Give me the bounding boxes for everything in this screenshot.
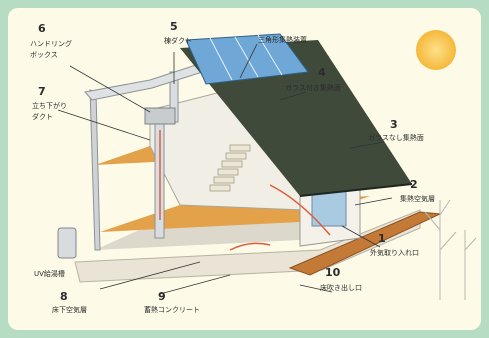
staircase <box>209 144 251 192</box>
left-wall <box>89 89 101 251</box>
handling-box <box>144 107 176 125</box>
label-8-number: 8 <box>60 290 68 303</box>
label-7-text2: ダクト <box>32 112 53 121</box>
label-7-number: 7 <box>38 85 46 98</box>
label-6-text2: ボックス <box>30 51 58 59</box>
label-6-number: 6 <box>38 22 46 35</box>
glass-panel-lines <box>209 34 283 81</box>
label-5-number: 5 <box>170 20 178 33</box>
label-4-number: 4 <box>318 66 326 79</box>
label-top-text: 三角形集熱装置 <box>258 35 307 44</box>
left-roof-frame <box>84 61 217 101</box>
trees <box>424 199 477 300</box>
label-2-number: 2 <box>410 178 418 191</box>
label-3-text: ガラスなし集熱面 <box>368 133 424 142</box>
airflow-arrows <box>159 130 331 251</box>
label-5-text: 棟ダクト <box>164 36 192 45</box>
label-3-number: 3 <box>390 118 398 131</box>
label-1-text: 外気取り入れ口 <box>370 248 419 257</box>
label-6-text: ハンドリング <box>30 39 72 48</box>
roof-glazed-collector <box>185 33 309 85</box>
label-10-number: 10 <box>325 266 341 279</box>
label-10-text: 床吹き出し口 <box>320 283 362 292</box>
label-2-text: 集熱空気層 <box>400 194 435 203</box>
label-9-number: 9 <box>158 290 166 303</box>
uv-tank <box>57 227 77 259</box>
label-uv-text: UV給湯槽 <box>34 269 65 278</box>
label-8-text: 床下空気層 <box>52 305 87 314</box>
sun-icon <box>416 30 456 70</box>
label-4-text: ガラス付き集熱面 <box>285 83 341 92</box>
label-9-text: 蓄熱コンクリート <box>144 305 200 314</box>
leader-lines <box>57 43 393 295</box>
label-1-number: 1 <box>378 232 386 245</box>
roof-eave <box>299 183 413 197</box>
label-7-text: 立ち下がり <box>32 101 67 110</box>
